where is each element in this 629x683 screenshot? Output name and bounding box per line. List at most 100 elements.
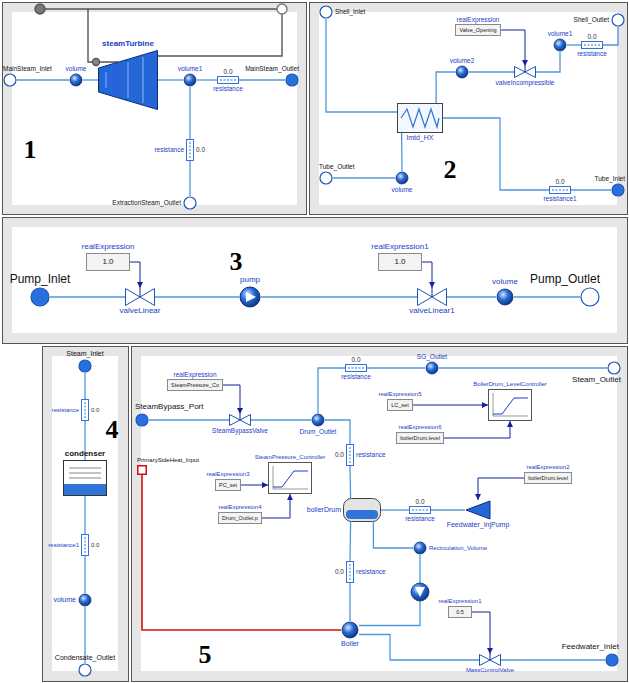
component-node: Steam_Outlet (572, 361, 621, 385)
symbol-part (64, 461, 107, 496)
panel-frame (3, 3, 307, 215)
label-area (397, 103, 443, 133)
port-open (611, 13, 625, 27)
label-area (285, 73, 299, 87)
label-area: resistance (52, 407, 79, 414)
label-area: lmtd_HX (407, 134, 434, 142)
label-area: 0.5 (448, 606, 472, 618)
label-area: resistance0.0 (154, 139, 205, 161)
component-label: realExpression6 (398, 424, 441, 431)
symbol-part (342, 622, 358, 638)
label-area: 0.0 (223, 68, 232, 75)
component-node: realExpression1.0 (82, 243, 135, 271)
label-area (183, 73, 197, 87)
label-area: SteamBypass_Port (135, 403, 203, 412)
component-node: valveLinear (120, 288, 161, 316)
heat-port (137, 465, 147, 475)
fluid-line (349, 522, 351, 561)
label-area: pump (240, 276, 260, 285)
expression-box: SteamPressure_Co (167, 379, 223, 391)
shaft-flange (35, 4, 45, 14)
shaft-line (40, 8, 282, 9)
label-area (607, 361, 621, 375)
resistance-symbol (409, 506, 431, 514)
fluid-line (469, 71, 514, 72)
port-filled (30, 287, 50, 307)
component-node: resistance10.0 (48, 534, 99, 556)
signal-line (478, 478, 524, 500)
signal-line (472, 612, 490, 654)
panel-frame (3, 218, 628, 344)
symbol-part (82, 535, 89, 556)
component-label: resistance (213, 85, 243, 92)
symbol-part (79, 594, 91, 606)
label-area: resistance10.0 (48, 534, 99, 556)
component-node: volume2 (450, 57, 475, 79)
symbol-part (493, 393, 528, 416)
expression-box: Drum_Outlet.p (218, 512, 262, 524)
symbol-part (348, 368, 364, 369)
port-filled (135, 413, 149, 427)
port-open (607, 361, 621, 375)
symbol-part (230, 415, 251, 426)
symbol-part (320, 172, 332, 184)
label-area: Shell_Inlet (335, 8, 365, 15)
label-area: 0.0 (196, 146, 205, 153)
symbol-part (346, 510, 378, 519)
symbol-part (606, 654, 618, 666)
component-node: valveIncompressible (496, 66, 555, 86)
label-area: ExtractionSteam_Outlet (112, 196, 197, 210)
component-node: realExpressionValve_Opening (455, 16, 500, 36)
label-area: resistance (356, 451, 386, 458)
port-open (611, 13, 625, 27)
shaft-line (88, 9, 118, 62)
component-label: boilerDrum (307, 506, 341, 514)
component-label: SG_Outlet (417, 353, 447, 360)
label-area: volume (492, 278, 518, 287)
fluid-line (501, 659, 605, 660)
symbol-part (184, 197, 196, 209)
fluid-line (239, 79, 285, 80)
label-area: MainSteam_Outlet (245, 65, 299, 72)
label-area: 0.0 (555, 178, 564, 185)
label-area: realExpression5 (378, 391, 421, 398)
component-node: resistance0.0 (154, 139, 205, 161)
label-area: 0.0 (335, 451, 344, 458)
fluid-line (514, 296, 580, 297)
volume-symbol (341, 621, 359, 639)
parameter-value: 0.0 (587, 33, 596, 40)
component-node: resistance0.0 (52, 399, 100, 421)
label-area (581, 41, 603, 49)
panel-canvas (12, 227, 617, 333)
expression-value: 0.5 (456, 609, 464, 615)
component-node: Feedwater_InjPump (447, 500, 510, 529)
valve-symbol (479, 654, 501, 666)
port-label: Shell_Outlet (574, 16, 609, 23)
symbol-part (418, 289, 447, 306)
port-open (319, 5, 333, 19)
fluid-line (373, 522, 413, 548)
component-node: steamTurbine (98, 40, 158, 110)
component-node: SteamBypass_Port (135, 403, 203, 427)
component-label: resistance (577, 50, 607, 57)
component-label: Drum_Outlet (300, 428, 337, 435)
label-area: resistance (341, 373, 371, 380)
component-label: SteamPressure_Controller (255, 454, 326, 461)
label-area: boilerDrum (307, 498, 381, 522)
expression-value: LC_set (391, 402, 408, 408)
expression-value: Valve_Opening (459, 27, 496, 33)
model-panel: Pump_Inlet realExpression1.0 valveLinear pu… (2, 217, 627, 343)
symbol-part (187, 140, 194, 161)
port-open (78, 663, 92, 677)
fluid-line (367, 367, 425, 368)
label-area: valveLinear1 (409, 307, 454, 316)
component-node: BoilerDrum_LevelController (473, 381, 547, 421)
resistance-symbol (217, 76, 239, 84)
port-open (607, 361, 621, 375)
valve-symbol (229, 414, 251, 426)
volume-symbol (183, 73, 197, 87)
port-label: Pump_Outlet (530, 273, 600, 286)
component-node: Pump_Inlet (10, 273, 71, 307)
symbol-part (552, 190, 568, 191)
port-filled (135, 413, 149, 427)
